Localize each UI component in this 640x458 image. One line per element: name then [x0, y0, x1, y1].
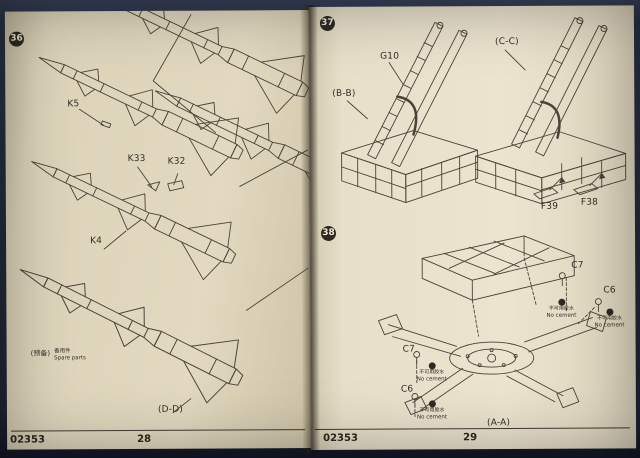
step-badge-37: 37: [319, 15, 335, 31]
callout-f39: F39: [540, 201, 559, 212]
no-cement-text-en: No cement: [416, 413, 448, 420]
callout-aa-section: (A-A): [486, 418, 511, 429]
step38-platform: [378, 257, 607, 417]
spare-note-prefix: (预备): [30, 349, 51, 358]
no-cement-text-en: No cement: [546, 312, 577, 319]
step38-frame: [421, 235, 575, 301]
callout-f38: F38: [580, 197, 599, 208]
callout-k33: K33: [127, 153, 146, 165]
launcher-assembly-diagrams: [341, 17, 627, 417]
step-badge-36: 36: [8, 31, 25, 47]
callout-c7-right: C7: [571, 260, 584, 271]
no-cement-note-3: 不可用胶水 No cement: [411, 362, 453, 382]
no-cement-text-en: No cement: [416, 375, 447, 382]
callout-dd-section: (D-D): [157, 404, 184, 415]
catalog-number-right: 02353: [323, 432, 358, 444]
callout-g10: G10: [380, 51, 400, 62]
spare-note-line2: Spare parts: [54, 354, 86, 361]
callout-k5: K5: [67, 99, 80, 110]
page-number-right: 29: [463, 432, 478, 444]
step37-f-parts: [533, 173, 606, 200]
no-cement-note-2: 不可用胶水 No cement: [588, 308, 630, 328]
callout-cc-section: (C-C): [494, 36, 519, 48]
callout-c6-left: C6: [400, 384, 414, 395]
no-cement-icon: [605, 308, 613, 316]
callout-c6-right: C6: [603, 285, 616, 296]
no-cement-icon: [428, 400, 436, 408]
step-badge-38: 38: [320, 225, 337, 241]
missile-assembly-diagrams: [4, 10, 312, 414]
no-cement-note-4: 不可用胶水 No cement: [411, 400, 453, 420]
no-cement-icon: [428, 362, 436, 370]
page-left: 36 K5 K33 K32 K4 (预备) 备用件 Spare parts (D…: [4, 10, 312, 450]
page-right: 37 G10 (C-C) (B-B) F39 F38 38 C7 C6 不可用胶…: [308, 5, 637, 451]
step37-right-launcher: [475, 17, 627, 205]
catalog-number-left: 02353: [10, 434, 45, 446]
callout-c7-left: C7: [402, 344, 416, 355]
callout-k4: K4: [90, 236, 103, 247]
spare-parts-note: (预备) 备用件 Spare parts: [31, 348, 86, 361]
no-cement-text-en: No cement: [594, 321, 625, 329]
spare-note-lines: 备用件 Spare parts: [54, 348, 86, 361]
page-number-left: 28: [137, 433, 152, 445]
callout-k32: K32: [167, 156, 186, 167]
callout-bb-section: (B-B): [332, 88, 356, 99]
page-fold-shadow: [299, 5, 321, 454]
step37-left-launcher: [341, 21, 479, 204]
no-cement-icon: [557, 298, 565, 306]
no-cement-note-1: 不可用胶水 No cement: [540, 298, 582, 319]
